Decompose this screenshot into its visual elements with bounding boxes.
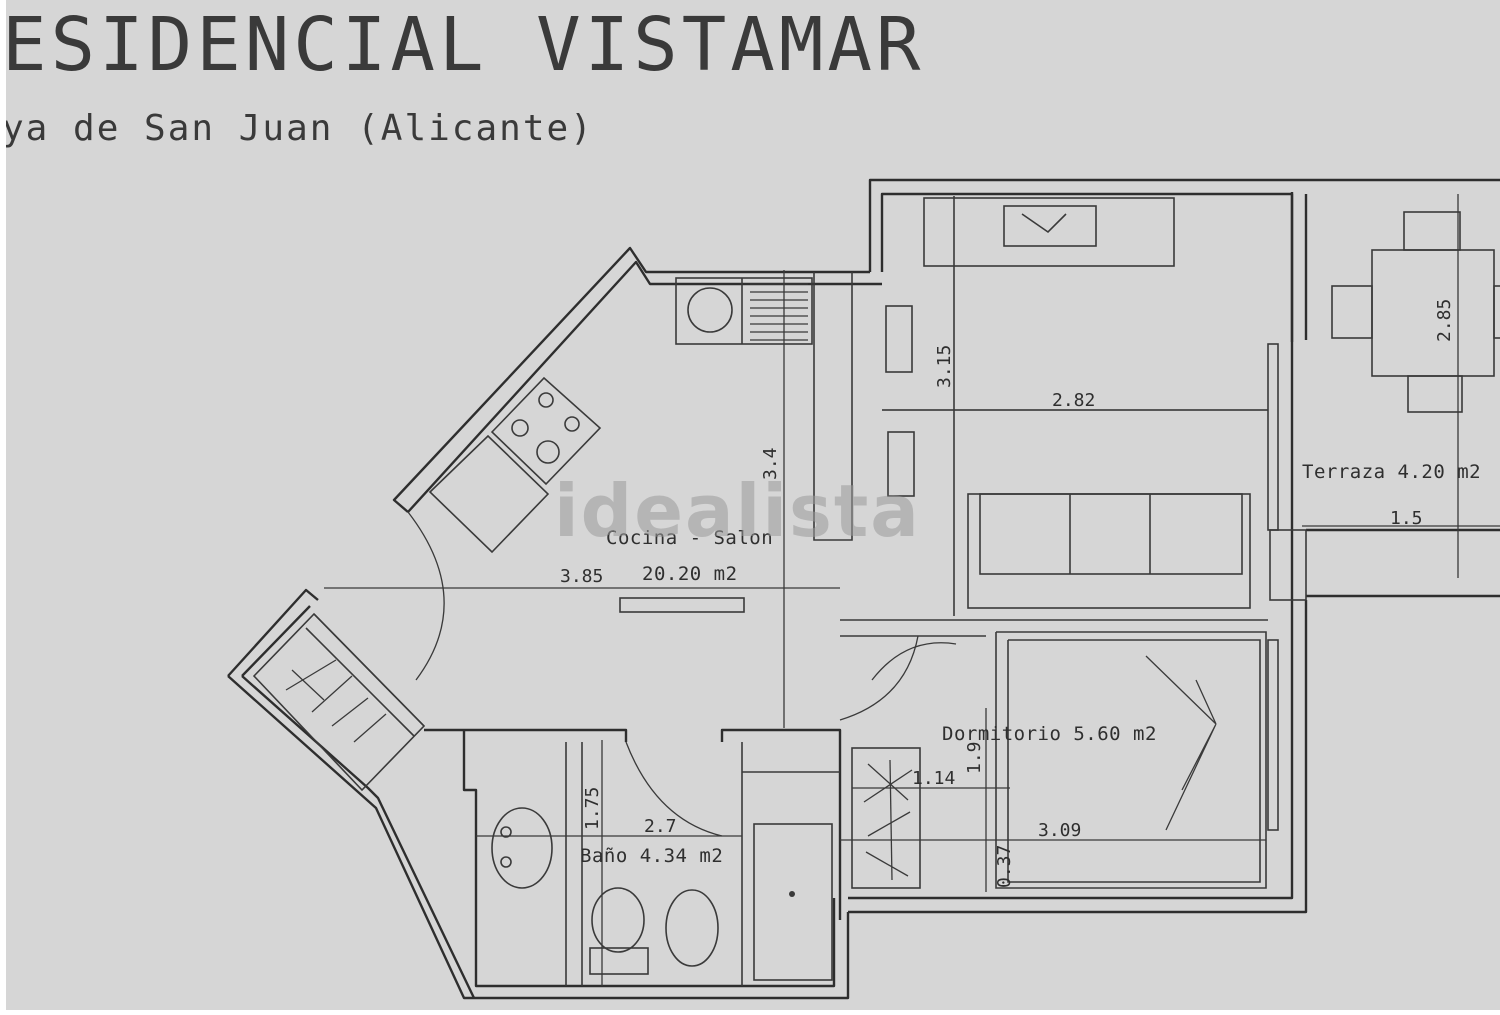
plan-subtitle: ya de San Juan (Alicante) — [6, 108, 594, 149]
floor-plan-drawing: ESIDENCIAL VISTAMAR ya de San Juan (Alic… — [6, 2, 1500, 1000]
dim-bedroom-height: 1.9 — [964, 741, 985, 774]
dim-terrace-width: 1.5 — [1390, 508, 1423, 529]
door-swings — [407, 511, 1217, 837]
dim-upper-width: 2.82 — [1052, 390, 1095, 411]
plan-title: ESIDENCIAL VISTAMAR — [6, 2, 924, 88]
interior-walls — [565, 196, 1307, 986]
dim-bedroom-width: 3.09 — [1038, 820, 1081, 841]
dim-upper-height: 3.15 — [934, 345, 955, 388]
living-room-area: 20.20 m2 — [642, 563, 738, 585]
outer-walls — [227, 178, 1500, 1000]
furniture — [252, 197, 1500, 981]
bath-label: Baño 4.34 m2 — [580, 845, 723, 867]
watermark-logo: idealista — [554, 469, 921, 553]
living-room-name: Cocina - Salon — [606, 527, 773, 549]
bedroom-label: Dormitorio 5.60 m2 — [942, 723, 1157, 745]
terrace-label: Terraza 4.20 m2 — [1302, 461, 1481, 483]
floor-plan-sheet: ESIDENCIAL VISTAMAR ya de San Juan (Alic… — [6, 0, 1500, 1010]
dimension-lines — [324, 194, 1500, 986]
dim-closet-width: 1.14 — [912, 768, 955, 789]
dim-bath-height: 1.75 — [582, 787, 603, 830]
dim-bath-width: 2.7 — [644, 816, 677, 837]
dim-closet-depth: 0.37 — [994, 845, 1015, 888]
dim-terrace-height: 2.85 — [1434, 299, 1455, 342]
dim-living-width: 3.85 — [560, 566, 603, 587]
dim-living-height: 3.4 — [760, 447, 781, 480]
